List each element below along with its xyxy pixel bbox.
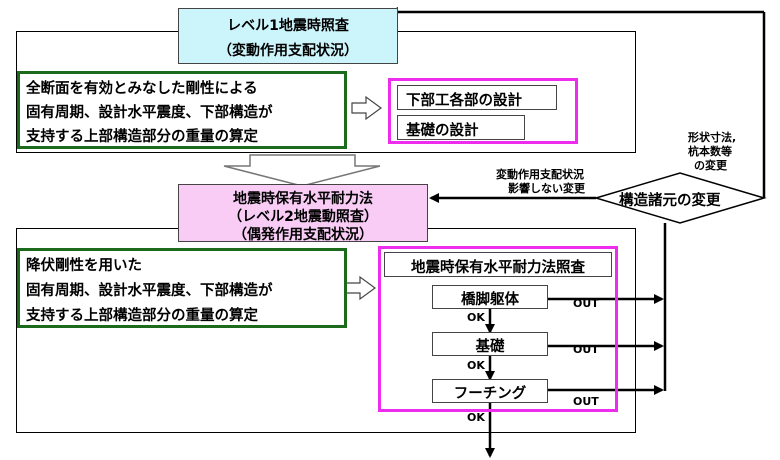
level1-design-group: 下部工各部の設計 基礎の設計 <box>388 78 578 144</box>
level2-calc-line-3: 支持する上部構造部分の重量の算定 <box>26 308 258 324</box>
ok-label-1: OK <box>467 311 485 324</box>
ok-label-3: OK <box>467 411 485 424</box>
check-foundation: 基礎 <box>432 332 548 356</box>
upper-note-line-3: の変更 <box>694 159 727 172</box>
upper-note-line-1: 形状寸法, <box>688 131 737 144</box>
level1-title-box: レベル1地震時照査 （変動作用支配状況） <box>178 8 398 64</box>
level2-title: 地震時保有水平耐力法 <box>233 191 373 207</box>
lower-note-line-2: 影響しない変更 <box>508 182 585 195</box>
level2-calc-line-2: 固有周期、設計水平震度、下部構造が <box>26 283 273 299</box>
level1-title: レベル1地震時照査 <box>227 18 349 34</box>
down-transition-arrow <box>223 154 381 187</box>
design-item-substructure: 下部工各部の設計 <box>397 85 557 110</box>
out-label-2: OUT <box>573 343 599 356</box>
level2-calc-line-1: 降伏剛性を用いた <box>26 258 142 274</box>
ok-label-2: OK <box>467 359 485 372</box>
level1-calc-line-1: 全断面を有効とみなした剛性による <box>26 81 258 97</box>
out-label-1: OUT <box>573 297 599 310</box>
level2-title-box: 地震時保有水平耐力法 （レベル2地震動照査） （偶発作用支配状況） <box>178 184 428 243</box>
level1-calc-line-2: 固有周期、設計水平震度、下部構造が <box>26 105 273 121</box>
change-diamond-label: 構造諸元の変更 <box>619 193 721 209</box>
design-item-foundation: 基礎の設計 <box>397 115 525 140</box>
level2-calc-box: 降伏剛性を用いた 固有周期、設計水平震度、下部構造が 支持する上部構造部分の重量… <box>17 248 347 328</box>
out-label-3: OUT <box>573 395 599 408</box>
level2-subtitle-1: （レベル2地震動照査） <box>228 209 378 225</box>
level1-calc-line-3: 支持する上部構造部分の重量の算定 <box>26 129 258 145</box>
level1-subtitle: （変動作用支配状況） <box>218 43 358 59</box>
right-arrow-level2 <box>345 275 377 301</box>
level2-subtitle-2: （偶発作用支配状況） <box>233 227 373 243</box>
level1-calc-box: 全断面を有効とみなした剛性による 固有周期、設計水平震度、下部構造が 支持する上… <box>17 71 347 149</box>
level2-check-title-box: 地震時保有水平耐力法照査 <box>384 252 612 277</box>
change-diamond <box>593 172 767 224</box>
level2-check-group <box>378 246 618 412</box>
lower-note-line-1: 変動作用支配状況 <box>496 168 584 181</box>
check-footing: フーチング <box>432 379 548 403</box>
upper-note-line-2: 杭本数等 <box>688 145 732 158</box>
level2-check-title: 地震時保有水平耐力法照査 <box>411 260 585 276</box>
check-pier: 橋脚躯体 <box>432 285 548 309</box>
right-arrow-level1 <box>351 95 383 121</box>
